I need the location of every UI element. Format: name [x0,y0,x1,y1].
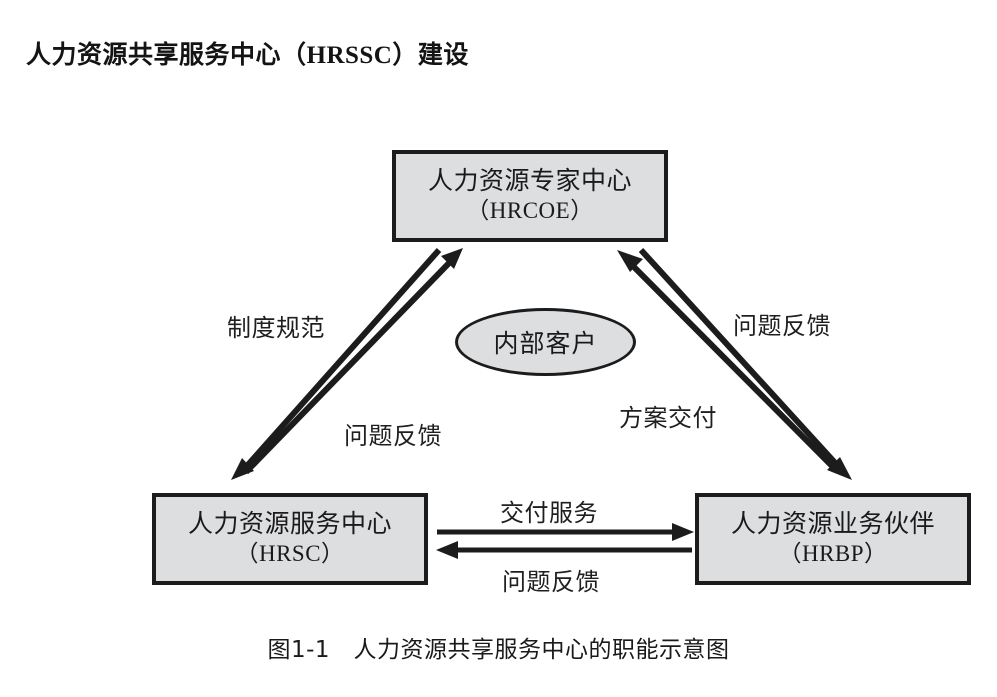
edge-label-feedback-bottom: 问题反馈 [502,570,600,596]
node-internal-customer[interactable]: 内部客户 [455,308,636,376]
node-hrcoe[interactable]: 人力资源专家中心 （HRCOE） [392,150,668,242]
node-hrcoe-title: 人力资源专家中心 [427,167,632,195]
arrow-hrsc-to-hrbp [437,523,694,541]
edge-label-delivery-service: 交付服务 [500,501,598,527]
arrow-hrcoe-to-hrsc [231,248,442,480]
edge-label-feedback-right: 问题反馈 [733,314,831,340]
edge-label-institution-norms: 制度规范 [227,316,325,342]
node-hrsc-abbr: （HRSC） [235,541,345,567]
arrow-hrbp-to-hrcoe [617,250,839,473]
node-hrsc[interactable]: 人力资源服务中心 （HRSC） [152,493,428,585]
node-hrbp-abbr: （HRBP） [778,541,888,567]
edge-label-feedback-left: 问题反馈 [344,424,442,450]
node-hrbp[interactable]: 人力资源业务伙伴 （HRBP） [695,493,971,585]
page-title: 人力资源共享服务中心（HRSSC）建设 [26,41,469,69]
arrow-hrsc-to-hrcoe [243,248,463,475]
node-hrbp-title: 人力资源业务伙伴 [730,510,935,538]
arrow-hrbp-to-hrsc [436,541,692,559]
node-hrcoe-abbr: （HRCOE） [466,198,594,224]
node-hrsc-title: 人力资源服务中心 [187,510,392,538]
node-internal-customer-label: 内部客户 [493,331,598,358]
edge-label-plan-delivery: 方案交付 [619,406,717,432]
figure-caption: 图1-1 人力资源共享服务中心的职能示意图 [267,637,730,663]
arrow-hrcoe-to-hrbp [638,247,852,480]
